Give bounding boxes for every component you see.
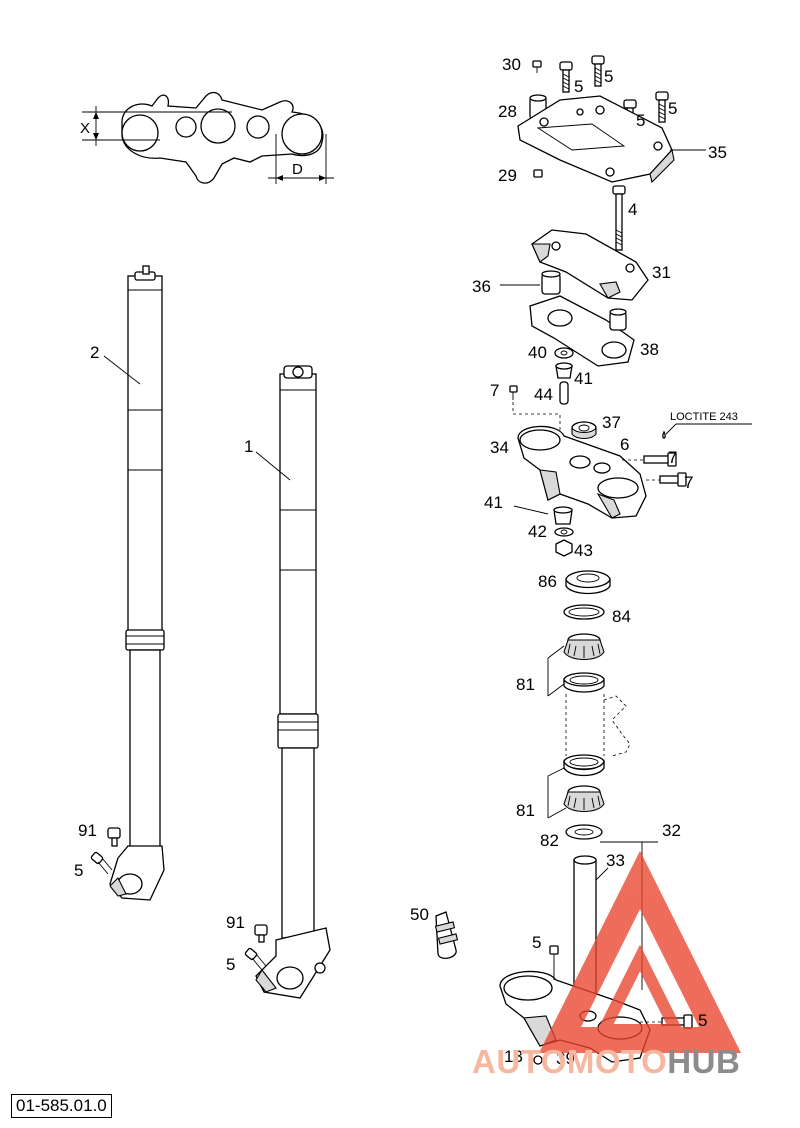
callout-40: 40	[528, 343, 547, 362]
watermark-logo-icon	[538, 850, 742, 1053]
callout-43: 43	[574, 541, 593, 560]
callout-37: 37	[602, 413, 621, 432]
washer-40	[554, 347, 574, 359]
callout-7b: 7	[668, 448, 677, 467]
bushing-41-upper	[555, 362, 573, 379]
callout-91b: 91	[226, 913, 245, 932]
callout-36: 36	[472, 277, 491, 296]
callout-4: 4	[628, 200, 637, 219]
callout-82: 82	[540, 831, 559, 850]
bolt-5-b	[591, 55, 605, 87]
grease-tube-50	[434, 911, 459, 960]
callout-7a: 7	[490, 381, 499, 400]
callout-7c: 7	[684, 473, 693, 492]
callout-81a: 81	[516, 675, 535, 694]
fork-leg-2	[109, 265, 165, 901]
callout-31: 31	[652, 263, 671, 282]
callout-1: 1	[244, 437, 253, 456]
screw-91-left	[107, 827, 121, 847]
callout-42: 42	[528, 522, 547, 541]
callout-41b: 41	[484, 493, 503, 512]
loctite-note: LOCTITE 243	[670, 411, 738, 423]
callout-5a: 5	[574, 77, 583, 96]
watermark-text: AUTOMOTOHUB	[472, 1043, 740, 1081]
callout-41a: 41	[574, 369, 593, 388]
taper-bearing-lower	[563, 785, 605, 813]
nut-13	[533, 1055, 543, 1065]
callout-28: 28	[498, 102, 517, 121]
handlebar-clamp-31	[531, 229, 649, 301]
clamp-outline-dimension-view: X D	[80, 91, 334, 184]
nut-43	[555, 539, 573, 557]
callout-29: 29	[498, 166, 517, 185]
loctite-drop-icon	[662, 430, 666, 439]
screw-7-right-a	[643, 452, 677, 467]
screw-5-left	[90, 851, 113, 875]
callout-5b: 5	[604, 67, 613, 86]
fork-leg-1	[255, 365, 331, 999]
callout-50: 50	[410, 905, 429, 924]
callout-5e: 5	[74, 861, 83, 880]
callout-30: 30	[502, 55, 521, 74]
callout-5c: 5	[636, 111, 645, 130]
screw-30	[532, 60, 542, 73]
dimension-d-label: D	[292, 161, 303, 178]
callout-5f: 5	[226, 955, 235, 974]
callout-84: 84	[612, 607, 631, 626]
callout-5g: 5	[532, 933, 541, 952]
seal-ring-84	[563, 604, 605, 620]
lower-clamp-38	[529, 295, 635, 367]
frame-head-tube	[565, 694, 631, 757]
nut-37	[571, 421, 597, 440]
callout-2: 2	[90, 343, 99, 362]
callout-91a: 91	[78, 821, 97, 840]
callout-34: 34	[490, 438, 509, 457]
bolt-4	[612, 185, 626, 251]
dimension-x-label: X	[80, 120, 90, 137]
rubber-bushing-36	[541, 270, 561, 295]
callout-6: 6	[620, 435, 629, 454]
nut-29	[533, 169, 543, 178]
callout-labels: 30 5 5 5 5 28 35 29 4 31 36 38 40 41 7 4…	[74, 55, 738, 1068]
callout-35: 35	[708, 143, 727, 162]
bushing-41-lower	[553, 506, 573, 525]
diagram-code-label: 01-585.01.0	[11, 1094, 112, 1118]
callout-44: 44	[534, 385, 553, 404]
bearing-race-lower	[563, 754, 605, 777]
dust-seal-82	[565, 824, 603, 840]
bolt-5-a	[559, 61, 573, 93]
watermark-part2: HUB	[667, 1043, 741, 1080]
callout-33: 33	[606, 851, 625, 870]
callout-39: 39	[556, 1049, 575, 1068]
bolt-5-d	[655, 91, 669, 123]
dust-seal-86	[565, 570, 611, 595]
callout-86: 86	[538, 572, 557, 591]
handlebar-plate-35	[517, 95, 675, 184]
callout-5h: 5	[698, 1011, 707, 1030]
callout-38: 38	[640, 340, 659, 359]
bearing-race-upper	[563, 672, 605, 693]
callout-81b: 81	[516, 801, 535, 820]
pin-44	[559, 381, 569, 405]
watermark-part1: AUTOMOTO	[472, 1043, 668, 1080]
bolt-5-stem	[549, 945, 559, 980]
screw-5-middle	[244, 947, 267, 971]
triple-clamp-34	[517, 425, 647, 519]
taper-bearing-upper	[563, 633, 605, 661]
callout-13: 13	[504, 1047, 523, 1066]
screw-7-right-b	[659, 472, 687, 487]
washer-42	[554, 527, 574, 537]
callout-32: 32	[662, 821, 681, 840]
callout-5d: 5	[668, 99, 677, 118]
screw-91-middle	[254, 924, 268, 943]
screw-7-top	[509, 385, 518, 400]
